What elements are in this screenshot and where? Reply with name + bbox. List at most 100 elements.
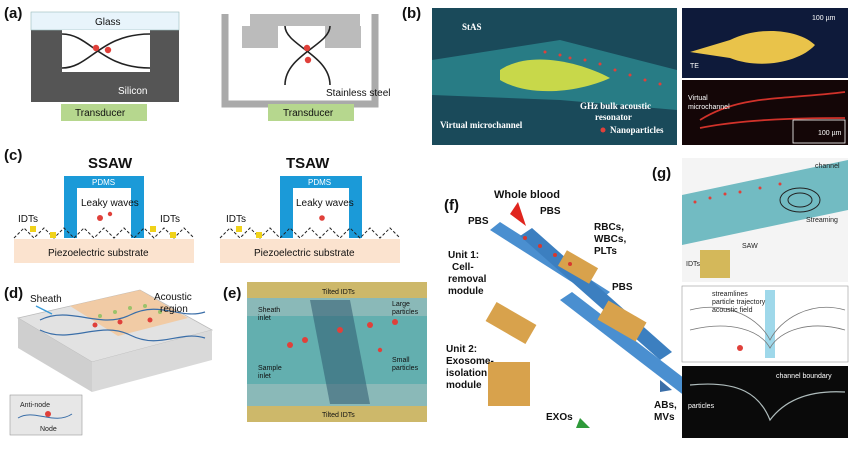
exos-label: EXOs xyxy=(546,412,573,423)
unit1-line4: module xyxy=(448,286,484,297)
g-idt xyxy=(700,250,730,278)
streamline xyxy=(689,306,846,341)
scale-label-1: 100 µm xyxy=(812,15,836,22)
idt-marker xyxy=(236,226,242,232)
virtual2-line1: Virtual xyxy=(688,95,708,102)
tsaw-wave xyxy=(219,227,401,239)
particle-trace xyxy=(689,383,846,422)
panel-f-tag: (f) xyxy=(444,197,459,214)
particle xyxy=(319,215,325,221)
tsaw-pdms-label: PDMS xyxy=(308,178,331,187)
resonator-label-1: GHz bulk acoustic xyxy=(580,101,651,111)
small-particles xyxy=(98,304,162,318)
streamline xyxy=(689,325,846,349)
panel-g-tag: (g) xyxy=(652,165,671,182)
g-particles xyxy=(693,182,782,204)
virtual2-line2: microchannel xyxy=(688,104,730,111)
steel-top xyxy=(250,14,360,26)
idt-electrode-1 xyxy=(557,250,599,284)
transducer-a1 xyxy=(61,104,147,121)
panel-e: (e) Tilted IDTs Tilted IDTs Sheath inlet… xyxy=(223,282,427,422)
legend-trajectory: particle trajectory xyxy=(712,299,766,306)
ssaw-substrate xyxy=(14,239,194,263)
particle xyxy=(303,44,311,52)
unit1-line3: removal xyxy=(448,274,487,285)
g-particle xyxy=(737,345,743,351)
particle xyxy=(97,215,103,221)
unit2-line2: Exosome- xyxy=(446,356,494,367)
particle xyxy=(104,46,112,54)
transducer-label: Transducer xyxy=(75,108,126,119)
tilted-top-label: Tilted IDTs xyxy=(322,289,355,296)
panel-d-tag: (d) xyxy=(4,285,23,302)
unit2-line1: Unit 2: xyxy=(446,344,477,355)
scale-label-2: 100 µm xyxy=(818,130,842,137)
abs-line2: MVs xyxy=(654,412,675,423)
idt-marker xyxy=(50,232,56,238)
streaming-vortex-inner xyxy=(787,192,813,208)
pbs-label-2: PBS xyxy=(540,206,561,217)
tilted-bottom-label: Tilted IDTs xyxy=(322,412,355,419)
tilted-idt-top xyxy=(247,282,427,298)
large-particles-2: particles xyxy=(392,309,419,316)
panel-f: (f) Whole blood PBS PBS PBS Unit 1: Cell… xyxy=(444,189,702,428)
tilted-idt-bottom xyxy=(247,406,427,422)
ssaw-pdms xyxy=(64,176,144,238)
ssaw-substrate-label: Piezoelectric substrate xyxy=(48,248,149,259)
tsaw-pdms xyxy=(280,176,362,238)
exos-arrow xyxy=(576,418,590,428)
idt-electrode-4 xyxy=(488,362,530,406)
large-particles-1: Large xyxy=(392,301,410,308)
sheath-label: Sheath xyxy=(30,294,62,305)
acoustic-field-band xyxy=(310,300,370,404)
g-channel xyxy=(682,160,848,245)
panel-b-tag: (b) xyxy=(402,5,421,22)
boundary-label: channel boundary xyxy=(776,373,832,380)
tsaw-substrate xyxy=(220,239,400,263)
ssaw-pdms-label: PDMS xyxy=(92,178,115,187)
particle xyxy=(304,56,312,64)
silicon-label: Silicon xyxy=(118,86,147,97)
ssaw-idt-right: IDTs xyxy=(160,214,180,225)
acoustic-region xyxy=(70,290,188,336)
channel-side xyxy=(18,318,92,392)
tsaw-title: TSAW xyxy=(286,155,330,172)
resonator xyxy=(500,59,610,92)
node-line xyxy=(39,308,206,321)
nanoparticles-field xyxy=(543,50,662,86)
antinode-label: Anti-node xyxy=(20,402,50,409)
idt-marker xyxy=(150,226,156,232)
ssaw-leaky-label: Leaky waves xyxy=(81,198,139,209)
rbcs-line2: WBCs, xyxy=(594,234,626,245)
particles-e xyxy=(287,319,398,353)
panel-g: (g) channel Streaming IDTs SAW streamlin… xyxy=(652,158,849,438)
blood-cells xyxy=(523,236,572,266)
panel-c: (c) SSAW TSAW Piezoelectric substrate PD… xyxy=(4,147,401,263)
panel-e-tag: (e) xyxy=(223,285,241,302)
standing-wave xyxy=(61,33,151,69)
streaming-vortex xyxy=(779,187,821,213)
particle xyxy=(107,211,113,217)
standing-wave-2 xyxy=(284,25,331,86)
acoustic-label-2: region xyxy=(160,304,188,315)
legend-wave xyxy=(17,413,73,419)
legend-particle xyxy=(45,411,51,417)
sheath-arrow xyxy=(35,305,53,315)
sample-inlet-1: Sample xyxy=(258,365,282,372)
tsaw-leaky-label: Leaky waves xyxy=(296,198,354,209)
streaming-label: Streaming xyxy=(806,217,838,224)
panel-a-tag: (a) xyxy=(4,5,22,22)
electrode-shape xyxy=(690,30,815,64)
antinode-line xyxy=(39,329,206,342)
transducer-label-2: Transducer xyxy=(283,108,334,119)
micrograph-2 xyxy=(682,80,848,145)
sample-inlet-2: inlet xyxy=(258,373,271,380)
ssaw-idt-left: IDTs xyxy=(18,214,38,225)
inset-box xyxy=(792,119,846,144)
small-particles-1: Small xyxy=(392,357,410,364)
nanoparticle-legend-dot xyxy=(600,127,606,133)
g-idts-label: IDTs xyxy=(686,261,701,268)
panel-b: (b) StAS GHz bulk acoustic resonator Vir… xyxy=(402,5,848,145)
steel-block xyxy=(242,26,278,48)
